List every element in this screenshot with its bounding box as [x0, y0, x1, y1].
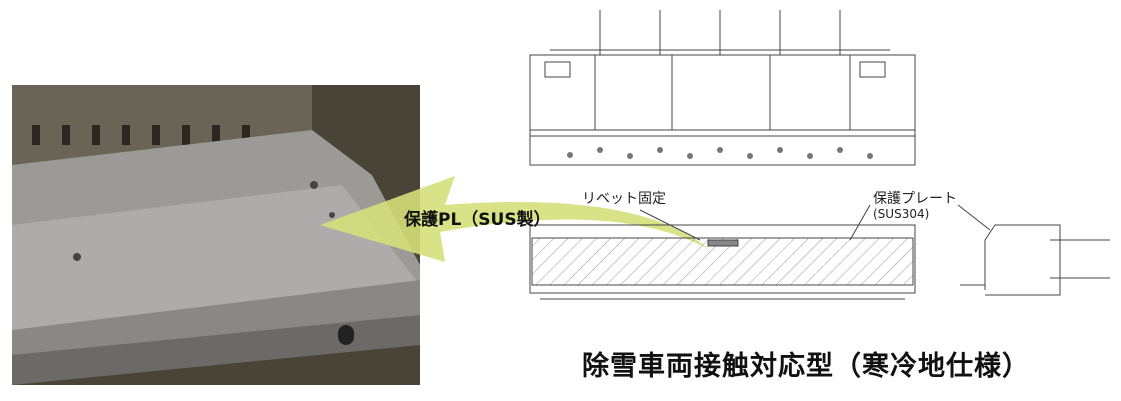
side-view-drawing: [529, 204, 991, 300]
section-view-drawing: [960, 224, 1110, 296]
arrow-shape: [320, 176, 710, 262]
protection-plate-label: 保護PL（SUS製）: [404, 210, 551, 230]
caption-title: 除雪車両接触対応型（寒冷地仕様）: [582, 351, 1030, 382]
plate-label: 保護プレート: [873, 191, 957, 207]
plate-material-label: (SUS304): [873, 207, 930, 221]
photo-illustration: [12, 85, 420, 385]
product-photo: [12, 85, 420, 385]
front-view-drawing: [529, 10, 916, 166]
rivet-label: リベット固定: [582, 191, 666, 207]
